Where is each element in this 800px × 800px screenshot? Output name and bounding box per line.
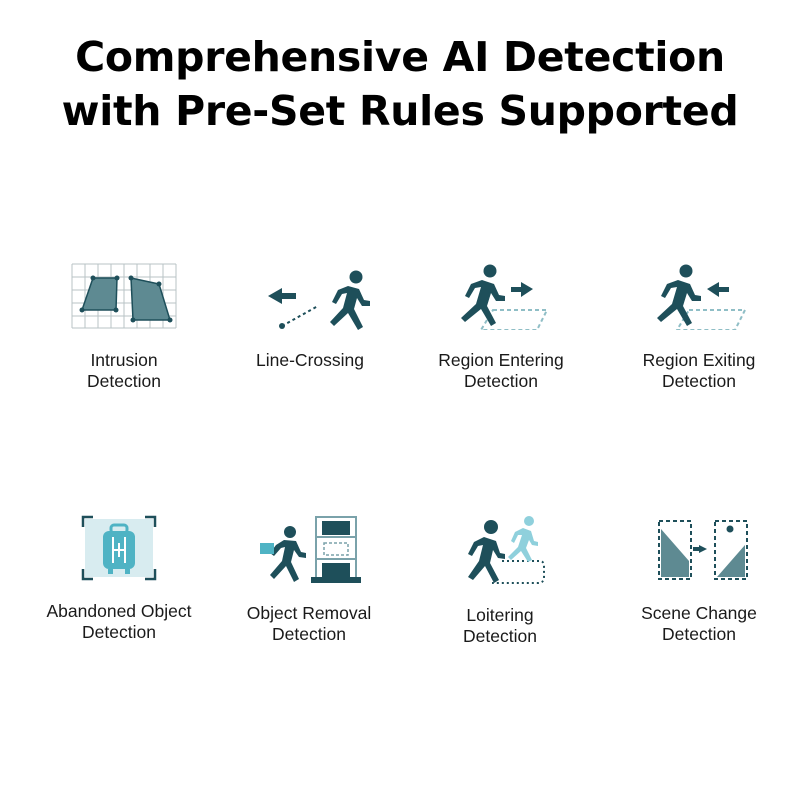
abandoned-object-icon (81, 515, 157, 581)
page-title: Comprehensive AI Detection with Pre-Set … (0, 30, 800, 138)
feature-label: Abandoned Object Detection (46, 601, 192, 642)
title-line-2: with Pre-Set Rules Supported (61, 87, 739, 135)
feature-label: Region Entering Detection (438, 350, 564, 391)
feature-region-entering: Region Entering Detection (406, 262, 596, 392)
intrusion-detection-icon (71, 263, 177, 329)
title-line-1: Comprehensive AI Detection (75, 33, 725, 81)
region-exiting-icon (657, 264, 747, 330)
object-removal-icon (260, 516, 361, 583)
loitering-icon (468, 516, 545, 584)
feature-abandoned-object: Abandoned Object Detection (24, 515, 214, 643)
feature-label: Object Removal Detection (246, 603, 372, 644)
feature-label: Line-Crossing (256, 350, 364, 370)
feature-line-crossing: Line-Crossing (215, 262, 405, 371)
feature-scene-change: Scene Change Detection (604, 515, 794, 645)
feature-label: Intrusion Detection (87, 350, 161, 391)
feature-intrusion-detection: Intrusion Detection (29, 262, 219, 392)
feature-loitering: Loitering Detection (405, 515, 595, 647)
feature-label: Region Exiting Detection (642, 350, 756, 391)
feature-region-exiting: Region Exiting Detection (604, 262, 794, 392)
scene-change-icon (658, 520, 748, 580)
line-crossing-icon (268, 270, 370, 330)
feature-label: Scene Change Detection (641, 603, 757, 644)
region-entering-icon (461, 264, 549, 330)
feature-object-removal: Object Removal Detection (214, 515, 404, 645)
feature-label: Loitering Detection (463, 605, 537, 646)
